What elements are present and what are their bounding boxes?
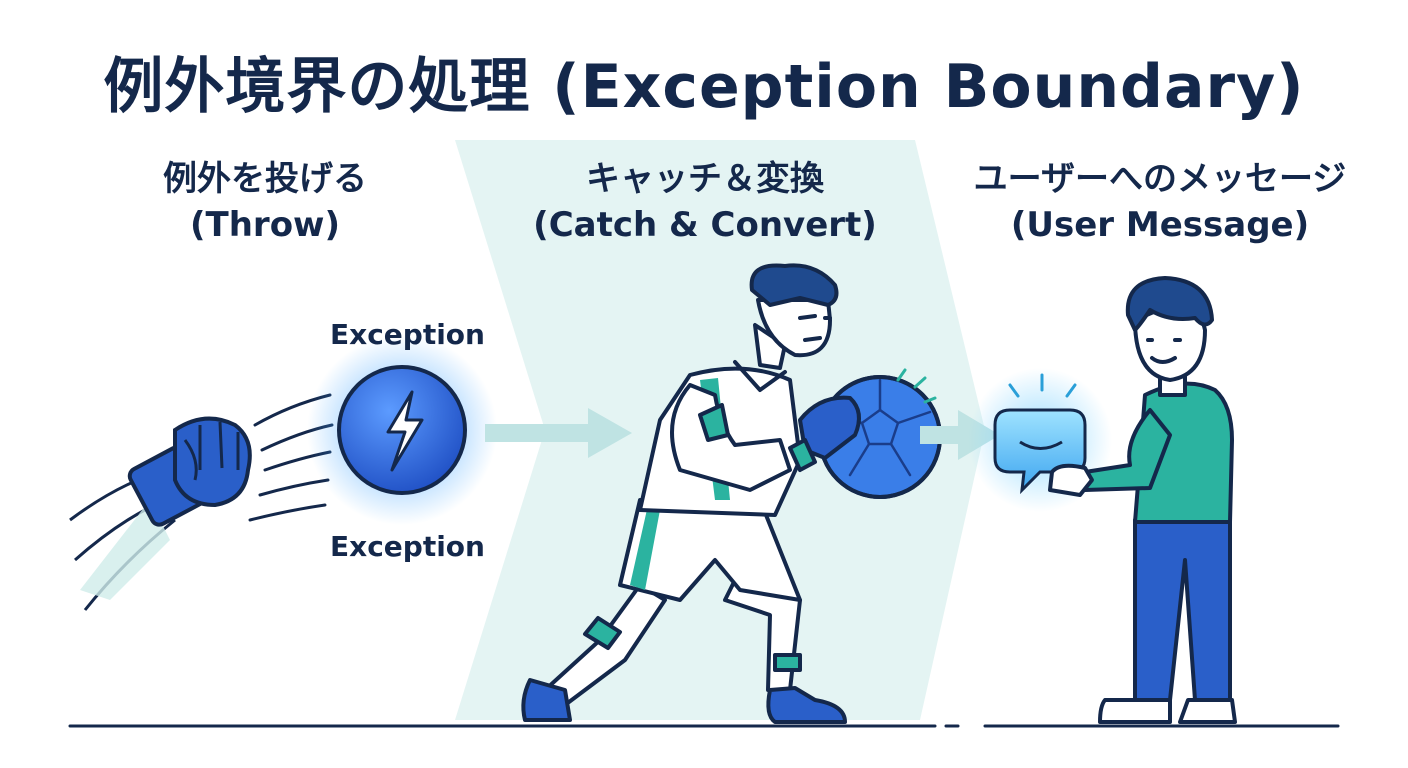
- section-heading-user: ユーザーへのメッセージ (User Message): [930, 156, 1390, 248]
- goalkeeper-figure: [521, 263, 942, 724]
- section-label-en: (Catch & Convert): [533, 205, 877, 245]
- sparkle: [896, 368, 937, 404]
- fist-icon: [69, 416, 252, 611]
- section-label-jp: 例外を投げる: [163, 159, 367, 199]
- exception-label-bottom: Exception: [330, 530, 485, 563]
- section-heading-catch: キャッチ＆変換 (Catch & Convert): [495, 156, 915, 248]
- exception-label-top: Exception: [330, 318, 485, 351]
- user-figure: [1048, 276, 1237, 724]
- section-label-jp: ユーザーへのメッセージ: [973, 159, 1347, 199]
- lightning-ball-icon: [307, 335, 497, 525]
- section-label-en: (User Message): [1010, 205, 1310, 245]
- section-label-en: (Throw): [189, 205, 340, 245]
- section-label-jp: キャッチ＆変換: [586, 159, 824, 199]
- section-heading-throw: 例外を投げる (Throw): [95, 156, 435, 248]
- arrow-right-icon: [485, 408, 632, 458]
- page-title: 例外境界の処理 (Exception Boundary): [103, 52, 1305, 122]
